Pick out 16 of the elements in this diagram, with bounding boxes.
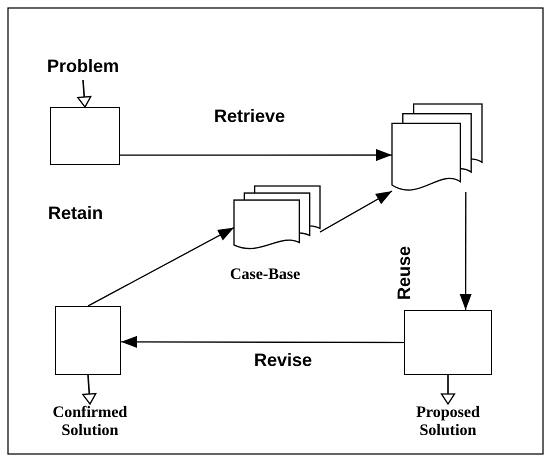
process-box — [404, 310, 492, 375]
process-box — [50, 107, 120, 165]
text-label: Proposed Solution — [392, 404, 504, 444]
arrow — [320, 190, 392, 233]
node-label: Case-Base — [230, 266, 300, 284]
arrow — [120, 149, 392, 162]
arrow — [121, 336, 404, 348]
text-label: Problem — [38, 56, 128, 80]
hollow-arrow — [82, 374, 96, 405]
hollow-arrow — [77, 80, 92, 108]
text-label: Confirmed Solution — [30, 404, 150, 444]
hollow-arrow — [440, 375, 456, 405]
arrow — [460, 192, 472, 310]
arrow — [88, 227, 234, 307]
process-box — [55, 306, 121, 375]
document-stack-icon — [392, 104, 482, 192]
